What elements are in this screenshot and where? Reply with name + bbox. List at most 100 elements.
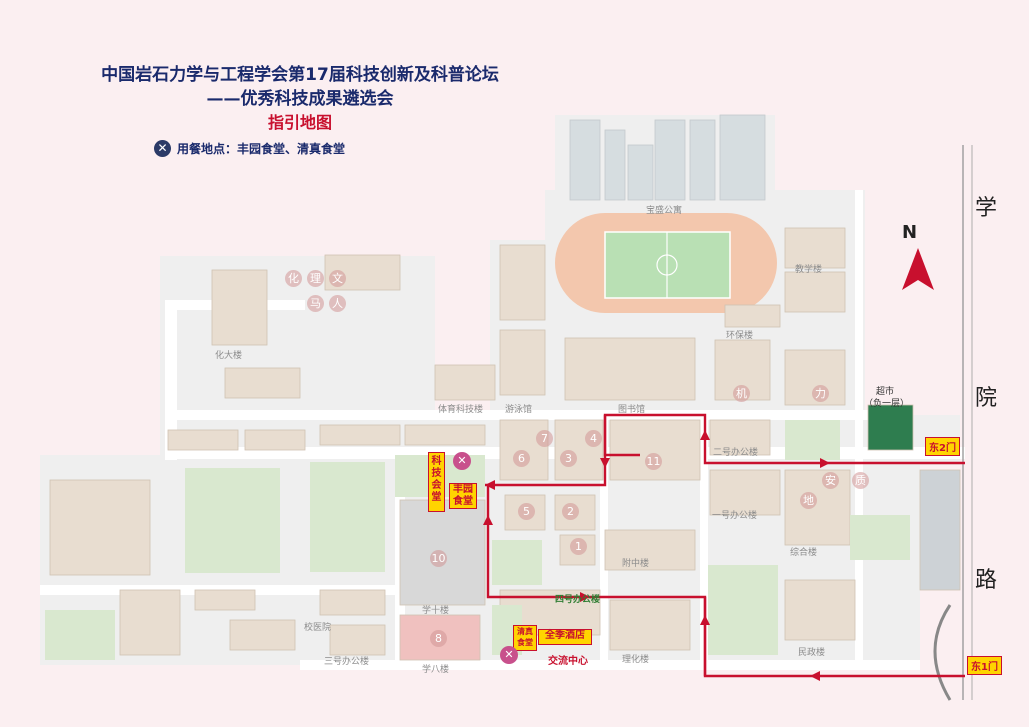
title-line3: 指引地图 bbox=[267, 113, 332, 132]
building-south-west-2 bbox=[194, 589, 256, 611]
word-marker: 马 bbox=[307, 295, 324, 312]
fork-knife-icon: ✕ bbox=[453, 452, 471, 470]
north-label: N bbox=[902, 222, 918, 243]
route-arrow-8 bbox=[580, 592, 590, 602]
baosheng-tower-1 bbox=[569, 119, 601, 201]
office2-label: 二号办公楼 bbox=[713, 448, 759, 458]
building-number-marker: 1 bbox=[570, 538, 587, 555]
route-arrow-7 bbox=[700, 615, 710, 625]
building-teaching-2 bbox=[784, 271, 846, 313]
route-arrow-4 bbox=[600, 458, 610, 468]
building-south-west-1 bbox=[119, 589, 181, 656]
supermarket-floor-label: （负一层） bbox=[864, 399, 910, 409]
word-marker: 安 bbox=[822, 472, 839, 489]
title-line2: ——优秀科技成果遴选会 bbox=[206, 89, 394, 109]
building-number-marker: 5 bbox=[518, 503, 535, 520]
office4-label: 四号办公楼 bbox=[555, 595, 601, 605]
route-arrow-6 bbox=[483, 515, 493, 525]
fengyuan-label: 丰园食堂 bbox=[453, 484, 473, 507]
green-area-west-2 bbox=[310, 462, 385, 572]
buildings bbox=[49, 227, 961, 661]
green-areas bbox=[45, 420, 910, 660]
library-label: 图书馆 bbox=[618, 405, 646, 415]
word-marker: 机 bbox=[733, 385, 750, 402]
building-number-marker: 2 bbox=[562, 503, 579, 520]
word-marker: 文 bbox=[329, 270, 346, 287]
building-row-3 bbox=[319, 424, 401, 446]
building-row-2 bbox=[244, 429, 306, 451]
building-fuzhong bbox=[604, 529, 696, 571]
building-south-west-3 bbox=[229, 619, 296, 651]
road-char-3: 路 bbox=[975, 568, 998, 593]
route-arrows bbox=[483, 430, 830, 681]
building-natatorium bbox=[499, 329, 546, 396]
fuzhong-label: 附中楼 bbox=[622, 559, 650, 569]
route-lines bbox=[485, 413, 965, 678]
building-office1 bbox=[709, 469, 781, 516]
green-area-west-1 bbox=[185, 468, 280, 573]
office3-label: 三号办公楼 bbox=[324, 657, 370, 667]
building-library bbox=[564, 337, 696, 401]
building-number-marker: 7 bbox=[536, 430, 553, 447]
building-dorm-west bbox=[49, 479, 151, 576]
green-area-east-2 bbox=[785, 420, 840, 460]
conference-hall-tag[interactable]: 科技会堂 bbox=[428, 452, 445, 512]
east-gate-1-arc bbox=[933, 604, 952, 701]
building-office3 bbox=[319, 589, 386, 616]
building-lihua bbox=[609, 599, 691, 651]
hotel-tag[interactable]: 全季酒店 bbox=[538, 629, 592, 645]
north-arrow bbox=[902, 248, 934, 290]
building-office3-annex bbox=[329, 624, 386, 656]
baosheng-tower-6 bbox=[719, 114, 766, 201]
qingzhen-label: 清真食堂 bbox=[517, 627, 533, 647]
xueba-label: 学八楼 bbox=[422, 665, 450, 675]
fork-knife-icon: ✕ bbox=[500, 646, 518, 664]
word-marker: 地 bbox=[800, 492, 817, 509]
gym-label: 体育科技楼 bbox=[438, 405, 484, 415]
east-gate-1[interactable]: 东1门 bbox=[967, 656, 1002, 675]
lihua-label: 理化楼 bbox=[622, 655, 650, 665]
building-gym bbox=[434, 364, 496, 401]
building-min bbox=[784, 579, 856, 641]
road-south-main bbox=[300, 660, 920, 670]
building-number-marker: 3 bbox=[560, 450, 577, 467]
zonghe-label: 综合楼 bbox=[790, 548, 818, 558]
baosheng-tower-5 bbox=[689, 119, 716, 201]
building-number-marker: 10 bbox=[430, 550, 447, 567]
meal-info: ✕ 用餐地点：丰园食堂、清真食堂 bbox=[154, 140, 345, 157]
building-number-marker: 6 bbox=[513, 450, 530, 467]
word-marker: 质 bbox=[852, 472, 869, 489]
building-number-marker: 8 bbox=[430, 630, 447, 647]
exchange-center-label: 交流中心 bbox=[548, 656, 588, 667]
green-area-south-1 bbox=[492, 540, 542, 585]
baosheng-tower-2 bbox=[604, 129, 626, 201]
route-east-gate-2 bbox=[485, 413, 965, 487]
stadium-field-center-circle bbox=[656, 254, 678, 276]
route-arrow-2 bbox=[810, 671, 820, 681]
route-north-link bbox=[603, 415, 640, 457]
building-supermarket bbox=[867, 404, 914, 451]
min-label: 民政楼 bbox=[798, 648, 826, 658]
road-north-middle bbox=[170, 410, 905, 420]
hotel-label: 全季酒店 bbox=[545, 630, 585, 641]
huanbao-label: 环保楼 bbox=[726, 331, 754, 341]
building-office2 bbox=[709, 419, 771, 456]
title-line1: 中国岩石力学与工程学会第17届科技创新及科普论坛 bbox=[101, 65, 499, 85]
road-char-1: 学 bbox=[975, 196, 998, 221]
baosheng-towers bbox=[569, 114, 766, 201]
xiaoyi-label: 校医院 bbox=[304, 623, 332, 633]
route-arrow-3 bbox=[700, 430, 710, 440]
huada-label: 化大楼 bbox=[215, 351, 243, 361]
building-number-11 bbox=[609, 419, 701, 481]
building-number-marker: 11 bbox=[645, 453, 662, 470]
qingzhen-canteen-tag[interactable]: 清真食堂 bbox=[513, 625, 537, 651]
building-row-4 bbox=[404, 424, 486, 446]
east-gate-2[interactable]: 东2门 bbox=[925, 437, 960, 456]
stadium bbox=[555, 213, 777, 313]
word-marker: 力 bbox=[812, 385, 829, 402]
building-east-gate-block bbox=[919, 469, 961, 591]
building-number-3 bbox=[554, 419, 604, 481]
fengyuan-canteen-tag[interactable]: 丰园食堂 bbox=[449, 483, 477, 509]
route-arrow-5 bbox=[485, 480, 495, 490]
